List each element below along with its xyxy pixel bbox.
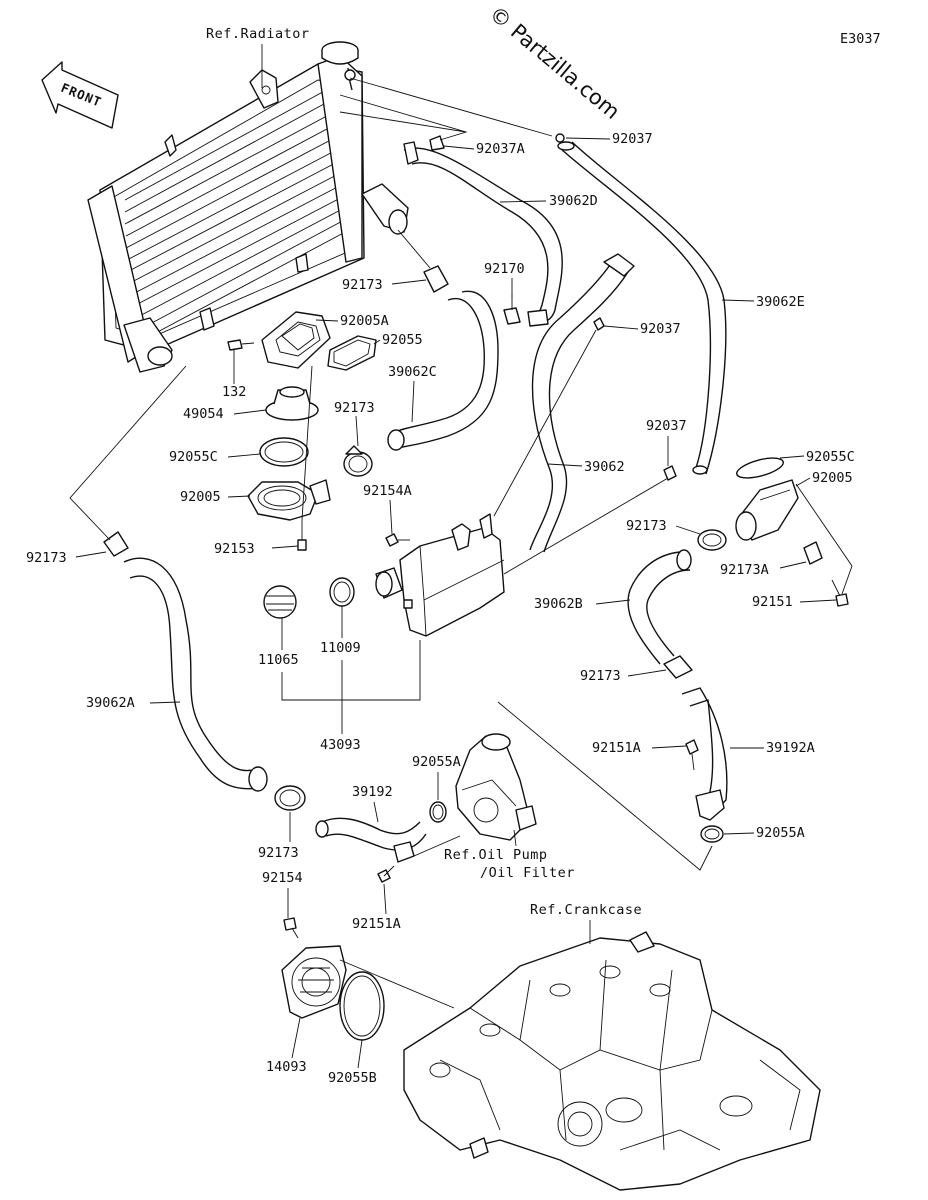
label-92037a: 92037A [476,141,525,157]
hose-39062c [387,290,499,451]
label-39062c: 39062C [388,364,437,380]
clip-92037-top [555,133,565,143]
label-39062: 39062 [584,459,625,475]
bolt-92151a-right [685,739,699,771]
label-11009: 11009 [320,640,361,656]
hose-39062a [123,557,268,792]
water-pump-oil-pump [455,733,537,841]
label-92037-right: 92037 [646,418,687,434]
thermostat-cover-92005-left [247,479,331,521]
label-92005-left: 92005 [180,489,221,505]
hose-39062e [557,141,727,475]
label-39062e: 39062E [756,294,805,310]
label-39062b: 39062B [534,596,583,612]
label-39192a: 39192A [766,740,815,756]
ref-radiator-label: Ref.Radiator [206,26,310,42]
label-14093: 14093 [266,1059,307,1075]
label-92055a-mid: 92055A [412,754,461,770]
thermostat-housing-92005a [261,311,331,369]
ref-crankcase-label: Ref.Crankcase [530,902,642,918]
clamp-92173-lower [663,655,693,679]
label-39062d: 39062D [549,193,598,209]
label-92173-upper: 92173 [342,277,383,293]
o-ring-92055a-right [700,825,724,843]
label-92151a-bottom: 92151A [352,916,401,932]
cover-92005-right [735,479,799,541]
watermark: © Partzilla.com [485,1,625,124]
label-92005-right: 92005 [812,470,853,486]
reservoir-cap-11065 [263,585,297,619]
bolt-132 [227,339,255,351]
cover-14093 [281,945,347,1019]
clip-92170 [503,294,521,325]
o-ring-92055b [339,971,385,1041]
radiator-assembly [87,41,409,373]
clamp-92173-bottom [274,785,306,811]
front-arrow-icon: FRONT [41,61,119,129]
label-43093: 43093 [320,737,361,753]
label-92055: 92055 [382,332,423,348]
label-92173-lower: 92173 [580,668,621,684]
clip-92037-right [663,465,677,481]
fitting-92173a [803,541,823,565]
bolt-92153 [297,520,307,551]
diagram-code: E3037 [840,31,881,47]
label-92151a-right: 92151A [592,740,641,756]
label-49054: 49054 [183,406,224,422]
radiator-core-fins [124,87,350,337]
label-92154a: 92154A [363,483,412,499]
o-ring-92055c-right [736,457,784,479]
ref-oil-pump-label-line2: /Oil Filter [480,865,575,881]
clip-92037-mid [593,317,605,331]
label-92173-mid: 92173 [334,400,375,416]
seal-11009 [329,577,355,607]
bolt-92154 [283,917,299,939]
hose-39062b [627,549,692,665]
pipe-39192a [681,687,728,821]
label-92173-right: 92173 [626,518,667,534]
label-92151: 92151 [752,594,793,610]
leader-43093 [281,640,421,734]
label-92055c-right: 92055C [806,449,855,465]
bolt-92151 [831,579,849,607]
label-92170: 92170 [484,261,525,277]
label-92037-mid: 92037 [640,321,681,337]
label-92173a: 92173A [720,562,769,578]
hose-39062 [529,253,635,553]
label-92173-left: 92173 [26,550,67,566]
leader-radiator-to-clamp [69,365,187,541]
clip-92037a [429,135,445,151]
label-92055b: 92055B [328,1070,377,1086]
thermostat-49054 [265,386,319,421]
hose-39062d [403,141,563,327]
label-92153: 92153 [214,541,255,557]
label-92055c-left: 92055C [169,449,218,465]
leader-92037a-radiator [339,94,468,141]
clamp-92173-right [697,529,727,551]
reservoir-tank-43093 [375,513,505,637]
label-39192: 39192 [352,784,393,800]
bolt-92151a-bottom [377,865,395,883]
label-11065: 11065 [258,652,299,668]
label-132: 132 [222,384,246,400]
gasket-92055 [327,335,377,371]
bolt-92154a [385,533,410,547]
crankcase [403,931,821,1191]
o-ring-92055a-mid [429,801,447,823]
clamp-92173-left [103,531,129,557]
label-92154: 92154 [262,870,303,886]
clamp-92173-upper [423,265,449,293]
pipe-39192 [315,817,427,863]
leader-cover-to-crankcase [339,959,455,1009]
clamp-92173-mid [343,445,373,477]
ref-oil-pump-label-line1: Ref.Oil Pump [444,847,548,863]
label-92005a: 92005A [340,313,389,329]
label-39062a: 39062A [86,695,135,711]
o-ring-92055c-left [259,437,309,467]
label-92037-top: 92037 [612,131,653,147]
label-92055a-right: 92055A [756,825,805,841]
label-92173-bottom: 92173 [258,845,299,861]
